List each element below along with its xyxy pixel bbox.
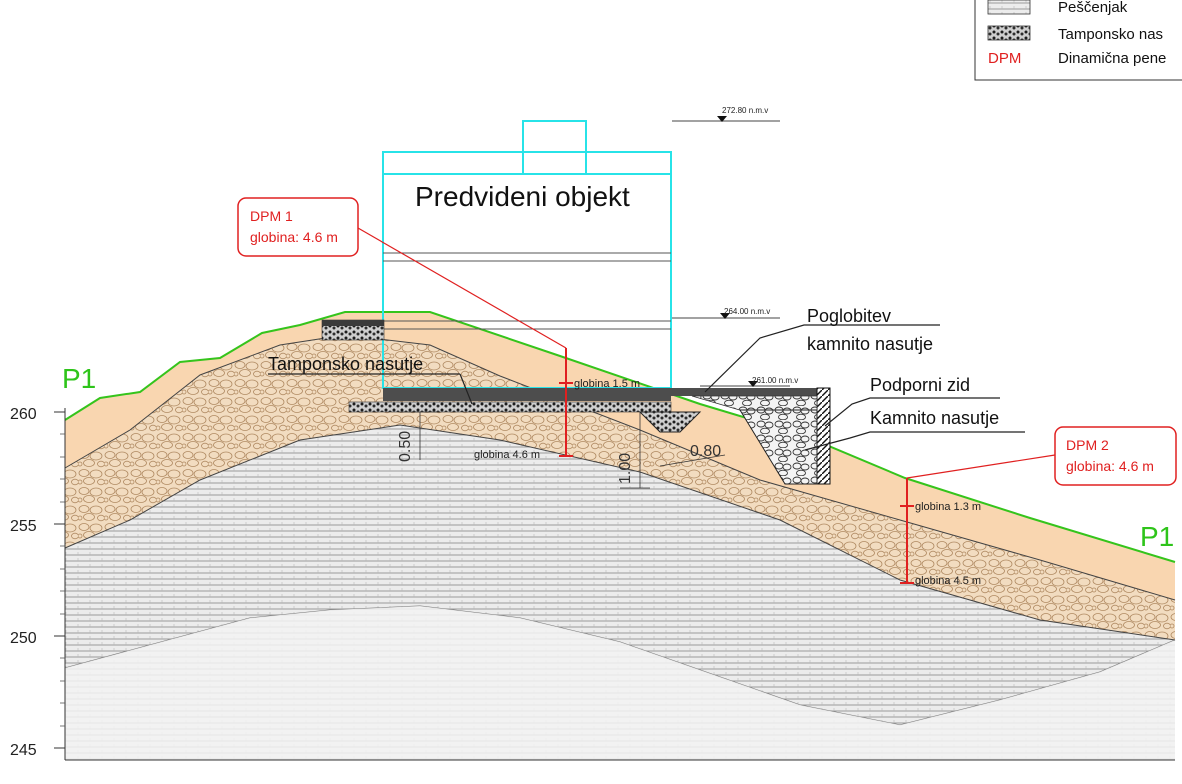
- dimension-100: 1.00: [617, 453, 634, 484]
- gravel-swatch: [987, 25, 1031, 41]
- dpm1-title: DPM 1: [250, 208, 293, 224]
- y-tick-255: 255: [10, 518, 37, 535]
- dpm2-title: DPM 2: [1066, 437, 1109, 453]
- foundation-slab-right: [671, 388, 826, 396]
- legend-item-sandstone: Peščenjak: [1058, 0, 1128, 16]
- dpm2-lower-depth: globina 4.5 m: [915, 575, 981, 587]
- dpm1-upper-depth: globina 1.5 m: [574, 378, 640, 390]
- tamponsko-label: Tamponsko nasutje: [268, 354, 423, 374]
- profile-label-right: P1: [1140, 521, 1174, 552]
- dpm1-depth: globina: 4.6 m: [250, 229, 338, 245]
- elevation-marker-top: [672, 116, 780, 122]
- y-tick-245: 245: [10, 742, 37, 759]
- dpm2-upper-depth: globina 1.3 m: [915, 501, 981, 513]
- elevation-marker-mid: [672, 313, 780, 319]
- dpm1-probe: [357, 227, 573, 457]
- legend-item-gravel: Tamponsko nas: [1058, 26, 1163, 43]
- elevation-top-label: 272.80 n.m.v: [722, 106, 768, 115]
- y-tick-250: 250: [10, 630, 37, 647]
- dpm2-depth: globina: 4.6 m: [1066, 458, 1154, 474]
- dimension-050: 0.50: [397, 431, 414, 462]
- retaining-wall: [816, 387, 831, 485]
- legend-dpm-swatch: DPM: [988, 50, 1021, 67]
- profile-label-left: P1: [62, 363, 96, 394]
- legend-item-dpm: Dinamična pene: [1058, 50, 1166, 67]
- elevation-mid-label: 264.00 n.m.v: [724, 307, 770, 316]
- y-axis: [54, 408, 66, 760]
- dimension-080: 0.80: [690, 443, 721, 460]
- legend: [974, 0, 1182, 81]
- lower-bedrock-fill: [65, 606, 1175, 760]
- poglobitev-label-1: Poglobitev: [807, 306, 891, 326]
- terrain-surface-line: [64, 311, 1176, 563]
- building-title: Predvideni objekt: [415, 181, 630, 212]
- drain-trench-right: [739, 409, 818, 485]
- dpm2-callout: [1054, 426, 1177, 486]
- gravel-bed: [348, 401, 672, 413]
- gravel-layer: [65, 335, 1175, 640]
- sandstone-swatch: [987, 0, 1031, 15]
- dpm2-probe: [900, 454, 1056, 584]
- elevation-marker-low: [700, 381, 790, 387]
- foundation-slab: [383, 388, 671, 401]
- kamnito-label: Kamnito nasutje: [870, 408, 999, 428]
- poglobitev-label-2: kamnito nasutje: [807, 334, 933, 354]
- dpm1-callout: [237, 197, 359, 257]
- y-tick-260: 260: [10, 406, 37, 423]
- elevation-low-label: 261.00 n.m.v: [752, 376, 798, 385]
- drain-trench-left: [638, 411, 702, 433]
- podporni-label: Podporni zid: [870, 375, 970, 395]
- dpm1-lower-depth: globina 4.6 m: [474, 449, 540, 461]
